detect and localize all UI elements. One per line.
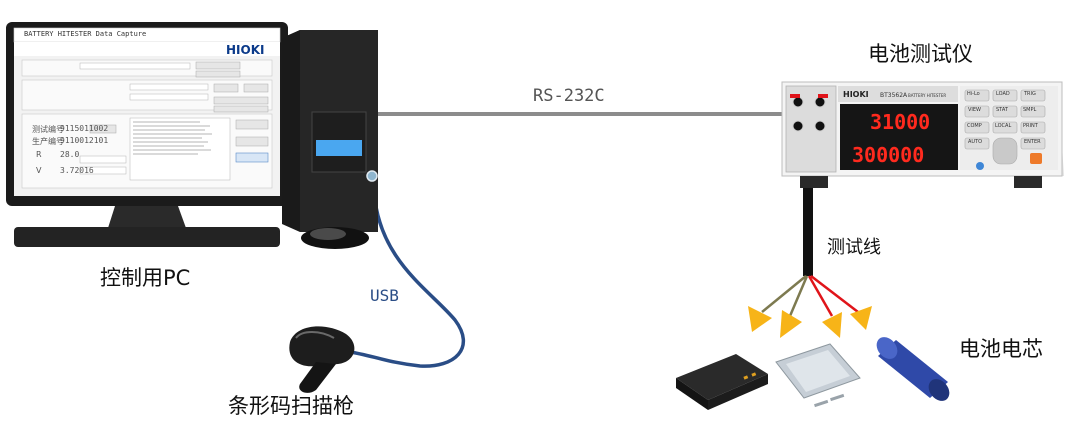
probe-wire-red-1 (807, 275, 834, 317)
power-switch-icon (976, 162, 984, 170)
probe-tip-1 (748, 306, 772, 332)
usb-cable (348, 188, 466, 368)
meter-model: BT3562A (880, 92, 908, 99)
probe-tip-3 (822, 312, 842, 338)
enter-key-icon (1030, 153, 1042, 164)
meter-key-comp: COMP (967, 123, 982, 129)
meter-key-print: PRINT (1023, 123, 1038, 129)
meter-key-trig: TRIG (1024, 91, 1036, 97)
meter-brand: HIOKI (843, 90, 869, 99)
pc-form-value-2: 28.0 (60, 150, 80, 159)
prismatic-battery (676, 354, 768, 410)
tower-pc (282, 30, 378, 249)
meter-display-bottom: 300000 (852, 143, 924, 167)
pouch-battery (775, 343, 861, 408)
probe-wire-red-2 (810, 275, 859, 313)
meter-display (840, 104, 958, 170)
meter-key-auto: AUTO (968, 139, 983, 145)
label-scanner: 条形码扫描枪 (228, 394, 354, 418)
pc-form-label-2: R (36, 150, 42, 159)
front-display (316, 140, 362, 156)
meter-keys (964, 89, 1046, 165)
barcode-scanner (289, 326, 355, 393)
label-rs232: RS-232C (533, 86, 605, 106)
meter-key-local: LOCAL (995, 123, 1012, 129)
pc-form-value-3: 3.72016 (60, 166, 94, 175)
label-cells: 电池电芯 (959, 337, 1043, 361)
battery-cells (676, 337, 950, 410)
probe-tip-2 (780, 310, 802, 338)
pc-form-value-0: 9115011002 (60, 124, 109, 133)
label-pc: 控制用PC (100, 266, 191, 290)
power-button-icon (366, 170, 378, 182)
pc-form-label-1: 生产编号 (32, 137, 64, 146)
meter-display-top: 31000 (870, 110, 930, 134)
label-meter: 电池测试仪 (868, 42, 973, 66)
pc-form-value-1: 9110012101 (60, 136, 109, 145)
battery-tester (781, 81, 1064, 188)
lead-bundle (803, 188, 813, 276)
label-test-leads: 测试线 (827, 237, 881, 258)
pc-window-title: BATTERY HITESTER Data Capture (24, 30, 147, 38)
meter-key-load: LOAD (996, 91, 1010, 97)
probe-wire-olive-2 (788, 275, 809, 317)
monitor (6, 22, 288, 247)
pc-form-label-0: 测试编号 (32, 125, 64, 134)
probe-tip-4 (850, 306, 872, 330)
log-lines (133, 121, 212, 155)
meter-key-stat: STAT (996, 107, 1008, 113)
meter-key-smpl: SMPL (1023, 107, 1037, 113)
pc-form-label-3: V (36, 166, 42, 175)
meter-key-view: VIEW (968, 107, 981, 113)
probe-wire-olive-1 (761, 275, 807, 313)
label-usb: USB (370, 286, 399, 305)
meter-model-sub: BATTERY HITESTER (908, 93, 946, 98)
cylindrical-battery (876, 337, 950, 401)
meter-key-hilo: Hi-Lo (967, 91, 980, 97)
meter-key-enter: ENTER (1024, 139, 1041, 145)
pc-window-brand: HIOKI (226, 43, 265, 57)
